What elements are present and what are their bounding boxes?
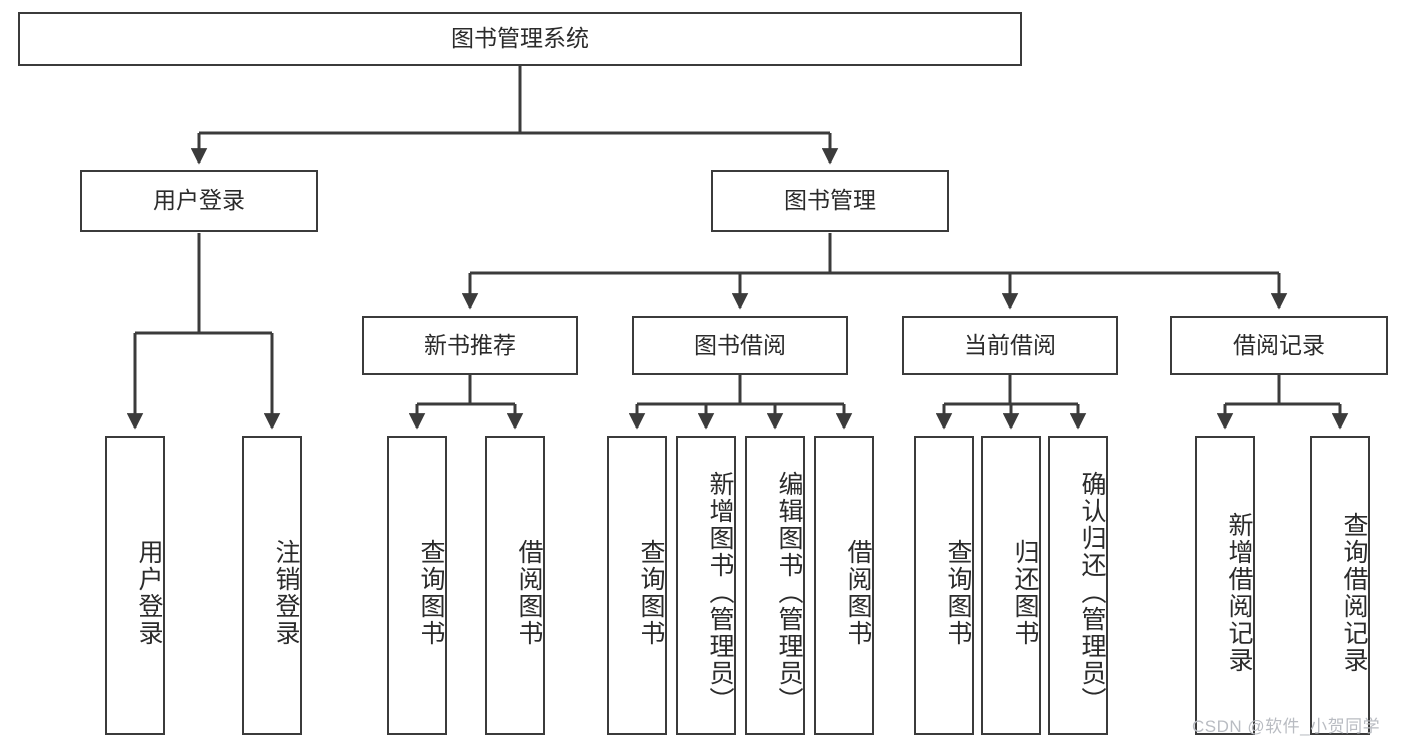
leaf-user-login-logout[interactable]: 注销登录 [242,436,302,735]
node-root-book-management-system[interactable]: 图书管理系统 [18,12,1022,66]
leaf-borrow-records-query-record[interactable]: 查询借阅记录 [1310,436,1370,735]
node-borrow-records[interactable]: 借阅记录 [1170,316,1388,375]
leaf-book-borrow-borrow-book[interactable]: 借阅图书 [814,436,874,735]
leaf-book-borrow-edit-book-admin[interactable]: 编辑图书（管理员） [745,436,805,735]
node-user-login[interactable]: 用户登录 [80,170,318,232]
node-new-book-recommend[interactable]: 新书推荐 [362,316,578,375]
leaf-current-borrow-confirm-return-admin[interactable]: 确认归还（管理员） [1048,436,1108,735]
leaf-new-book-borrow-book[interactable]: 借阅图书 [485,436,545,735]
leaf-borrow-records-add-record[interactable]: 新增借阅记录 [1195,436,1255,735]
leaf-book-borrow-add-book-admin[interactable]: 新增图书（管理员） [676,436,736,735]
leaf-current-borrow-return-book[interactable]: 归还图书 [981,436,1041,735]
node-current-borrow[interactable]: 当前借阅 [902,316,1118,375]
leaf-current-borrow-query-book[interactable]: 查询图书 [914,436,974,735]
csdn-watermark: CSDN @软件_小贺同学 [1192,717,1381,736]
leaf-book-borrow-query-book[interactable]: 查询图书 [607,436,667,735]
leaf-user-login-login[interactable]: 用户登录 [105,436,165,735]
node-book-borrow[interactable]: 图书借阅 [632,316,848,375]
leaf-new-book-query-book[interactable]: 查询图书 [387,436,447,735]
node-book-management[interactable]: 图书管理 [711,170,949,232]
